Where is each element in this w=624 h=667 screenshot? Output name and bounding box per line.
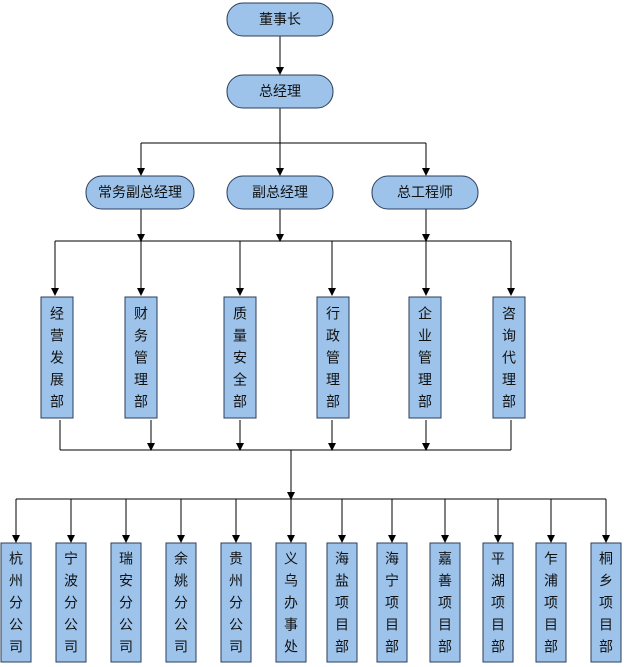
branch-box-9-label: 嘉善项目部 (438, 552, 452, 656)
dept-box-4-label: 行政管理部 (326, 307, 340, 411)
dept-box-6: 咨询代理部 (492, 296, 526, 419)
branch-box-12: 桐乡项目部 (590, 542, 622, 663)
branches: 杭州分公司 宁波分公司 瑞安分公司 余姚分公司 贵州分公司 义乌办事处 海盐项目部 海宁项目部… (0, 499, 622, 663)
dept-box-3: 质量安全部 (223, 296, 257, 419)
connectors (16, 36, 606, 500)
node-vice-1-label: 常务副总经理 (98, 185, 182, 201)
dept-box-4: 行政管理部 (316, 296, 350, 419)
node-vice-2: 副总经理 (226, 175, 334, 210)
branch-box-7: 海盐项目部 (326, 542, 358, 663)
branch-box-10-label: 平湖项目部 (491, 552, 505, 656)
dept-box-1: 经营发展部 (40, 296, 74, 419)
node-general-manager: 总经理 (226, 74, 334, 109)
node-chairman-label: 董事长 (259, 12, 301, 28)
branch-box-3-label: 瑞安分公司 (119, 552, 133, 656)
dept-box-5: 企业管理部 (408, 296, 442, 419)
node-chairman: 董事长 (226, 2, 334, 37)
branch-box-5-label: 贵州分公司 (229, 552, 243, 656)
branch-box-9: 嘉善项目部 (429, 542, 461, 663)
branch-box-5: 贵州分公司 (220, 542, 252, 663)
branch-box-6-label: 义乌办事处 (284, 552, 298, 656)
branch-box-4-label: 余姚分公司 (174, 551, 188, 656)
node-vice-3: 总工程师 (371, 175, 479, 210)
dept-box-6-label: 咨询代理部 (502, 307, 516, 411)
branch-box-4: 余姚分公司 (165, 542, 197, 663)
node-vice-2-label: 副总经理 (252, 185, 308, 201)
node-general-manager-label: 总经理 (259, 84, 301, 100)
branch-box-7-label: 海盐项目部 (335, 552, 349, 656)
branch-box-8-label: 海宁项目部 (385, 552, 399, 656)
branch-box-12-label: 桐乡项目部 (599, 552, 613, 656)
branch-box-11: 乍浦项目部 (535, 542, 567, 663)
branch-box-10: 平湖项目部 (482, 542, 514, 663)
dept-box-5-label: 企业管理部 (418, 306, 432, 411)
departments: 经营发展部 财务管理部 质量安全部 行政管理部 企业管理部 咨询代理部 (40, 296, 526, 419)
dept-box-1-label: 经营发展部 (50, 307, 64, 411)
branch-box-1-label: 杭州分公司 (9, 552, 23, 656)
branch-box-2: 宁波分公司 (55, 542, 87, 663)
branch-box-6: 义乌办事处 (275, 542, 307, 663)
node-vice-1: 常务副总经理 (85, 175, 195, 210)
branch-box-1: 杭州分公司 (0, 542, 32, 663)
branch-box-2-label: 宁波分公司 (64, 551, 78, 656)
dept-box-3-label: 质量安全部 (233, 307, 247, 411)
dept-box-2: 财务管理部 (124, 296, 158, 419)
dept-box-2-label: 财务管理部 (134, 307, 148, 411)
branch-box-3: 瑞安分公司 (110, 542, 142, 663)
node-vice-3-label: 总工程师 (397, 185, 453, 201)
branch-box-11-label: 乍浦项目部 (544, 552, 558, 656)
branch-box-8: 海宁项目部 (376, 542, 408, 663)
